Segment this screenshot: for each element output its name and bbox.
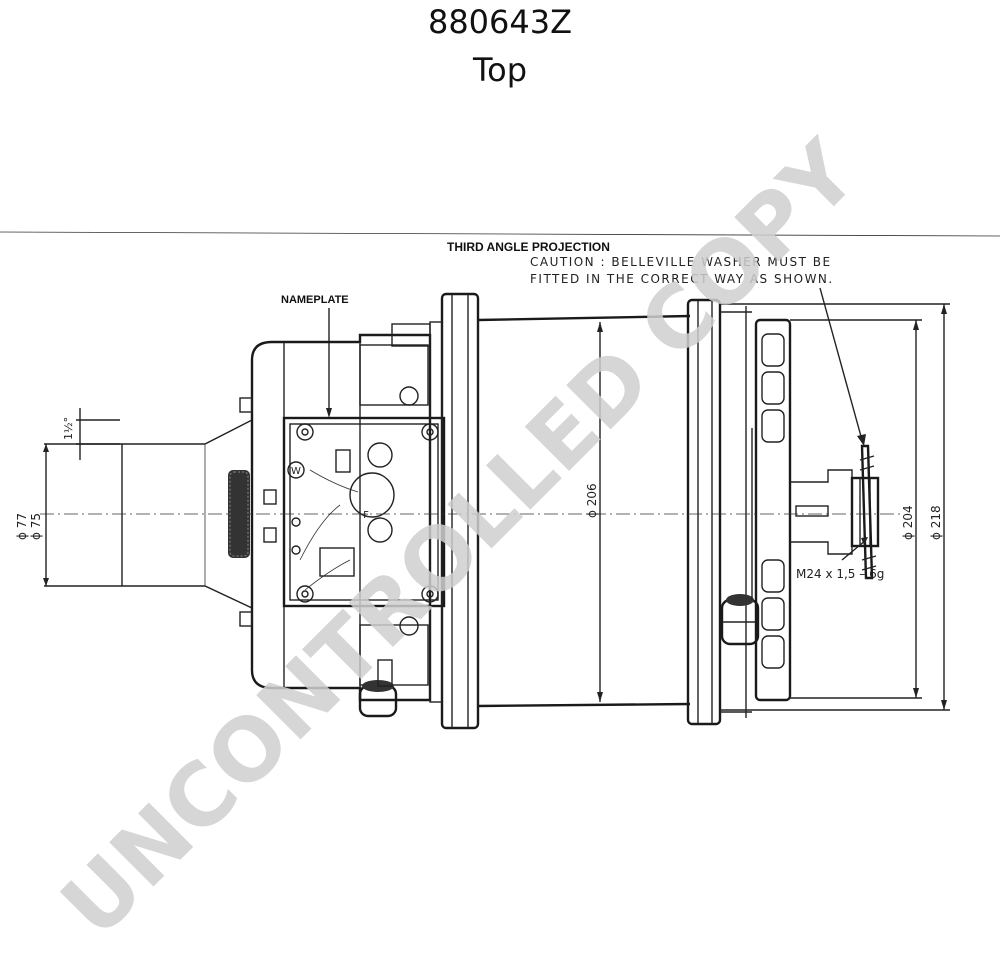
- thread-label: M24 x 1,5 – 6g: [796, 567, 884, 581]
- front-flange: [429, 292, 480, 730]
- stator-body: [477, 314, 691, 708]
- dim-dia-75-label: ϕ 75: [29, 513, 43, 540]
- belleville-washer: [859, 444, 877, 580]
- terminal-w-circle: [287, 461, 305, 479]
- caution-leader: [819, 287, 863, 441]
- caution-leader-arrow: [857, 434, 866, 446]
- caution-line-2: FITTED IN THE CORRECT WAY AS SHOWN.: [530, 272, 834, 286]
- dim-angle: 1½°: [62, 408, 120, 460]
- view-title: Top: [473, 51, 527, 89]
- scan-edge-top: [0, 231, 1000, 237]
- dim-dia-218: ϕ 218: [720, 303, 950, 711]
- dim-dia-77: ϕ 77 ϕ 75: [15, 443, 122, 587]
- dim-dia-218-label: ϕ 218: [929, 505, 943, 540]
- terminal-w-label: W: [291, 466, 301, 477]
- terminal-box: W F: [282, 416, 446, 608]
- terminal-f-label: F: [363, 510, 369, 521]
- dim-dia-206: ϕ 206: [585, 322, 603, 702]
- caution-line-1: CAUTION : BELLEVILLE WASHER MUST BE: [530, 255, 832, 269]
- nameplate-label: NAMEPLATE: [281, 294, 349, 306]
- dim-dia-204-label: ϕ 204: [901, 505, 915, 540]
- rear-flange: [686, 298, 752, 726]
- bottom-knob: [358, 659, 398, 718]
- dim-angle-label: 1½°: [62, 417, 75, 440]
- thread-callout: M24 x 1,5 – 6g: [796, 537, 884, 581]
- nameplate-leader-arrow: [326, 408, 332, 418]
- dim-dia-204: ϕ 204: [790, 319, 922, 699]
- dim-dia-77-label: ϕ 77: [15, 513, 29, 540]
- fan: [751, 318, 792, 702]
- dim-dia-206-label: ϕ 206: [585, 483, 599, 518]
- part-number-title: 880643Z: [427, 3, 573, 41]
- projection-label: THIRD ANGLE PROJECTION: [447, 240, 610, 254]
- rear-knob: [720, 594, 760, 646]
